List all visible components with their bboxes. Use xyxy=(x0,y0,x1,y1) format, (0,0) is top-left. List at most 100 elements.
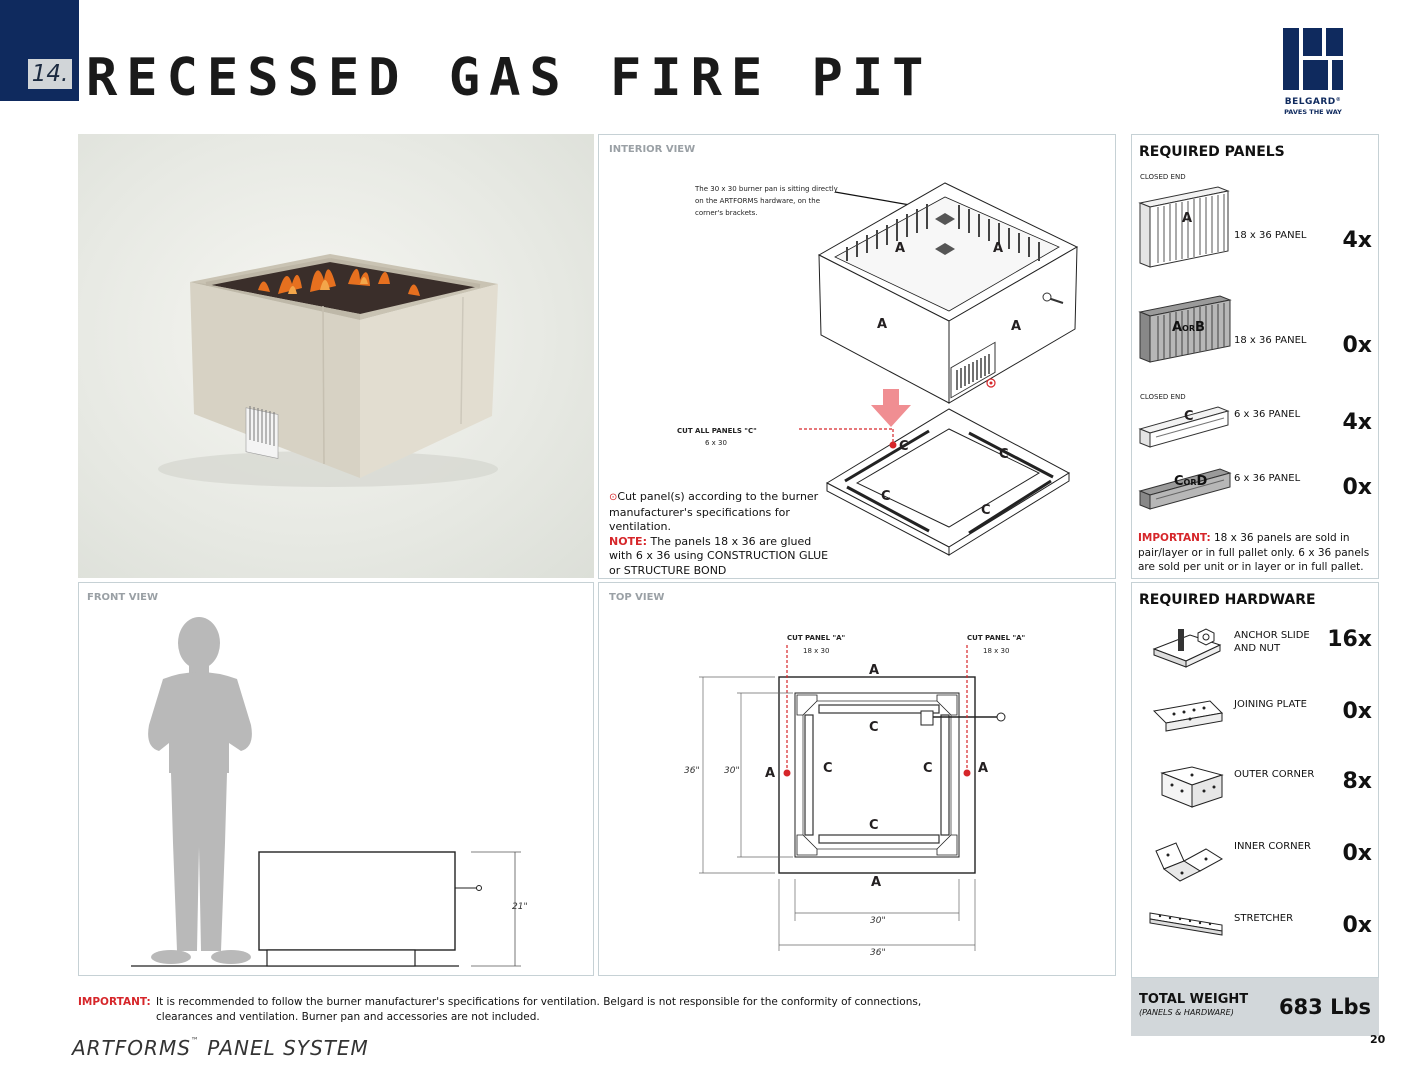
panel-tag: CLOSED END xyxy=(1140,173,1186,181)
panel-item: AORB 18 x 36 PANEL 0x xyxy=(1132,280,1378,376)
down-arrow-icon xyxy=(871,389,911,427)
panel-letter: A xyxy=(871,875,882,890)
panel-letter: C xyxy=(823,761,833,776)
panel-item: CLOSED END A 18 x 36 PANEL 4x xyxy=(1132,173,1378,269)
required-hardware-heading: REQUIRED HARDWARE xyxy=(1139,592,1316,608)
hardware-quantity: 0x xyxy=(1342,841,1373,866)
dimension-36-vertical: 36" xyxy=(684,766,700,776)
note-label: NOTE: xyxy=(609,534,647,548)
panel-tag: CLOSED END xyxy=(1140,393,1186,401)
panel-quantity: 0x xyxy=(1342,475,1373,500)
burner-pan-callout: The 30 x 30 burner pan is sitting direct… xyxy=(695,185,838,217)
outer-corner-icon xyxy=(1160,766,1224,808)
panel-letter: A xyxy=(978,761,989,776)
belgard-b-mark-icon xyxy=(1283,28,1343,90)
vent-note: ⊙Cut panel(s) according to the burner ma… xyxy=(609,490,829,577)
cut-panel-right-label: CUT PANEL "A" xyxy=(967,634,1026,642)
page-title: RECESSED GAS FIRE PIT xyxy=(86,48,933,108)
cut-panel-right-dims: 18 x 30 xyxy=(983,647,1010,655)
vent-marker-icon xyxy=(986,378,996,388)
hardware-item: ANCHOR SLIDE AND NUT 16x xyxy=(1132,619,1378,679)
required-panels-panel: REQUIRED PANELS CLOSED END A 18 x 36 PAN… xyxy=(1131,134,1379,579)
cut-panels-dims: 6 x 30 xyxy=(705,439,727,447)
hardware-name: OUTER CORNER xyxy=(1234,769,1315,780)
person-silhouette-icon xyxy=(148,617,252,964)
required-hardware-panel: REQUIRED HARDWARE ANCHOR SLIDE AND NUT 1… xyxy=(1131,582,1379,978)
hardware-name: STRETCHER xyxy=(1234,913,1294,924)
front-view-label: FRONT VIEW xyxy=(87,592,159,603)
system-name: ARTFORMS™ PANEL SYSTEM xyxy=(72,1036,369,1060)
brand-name: BELGARD® xyxy=(1284,97,1342,107)
total-weight-label: TOTAL WEIGHT xyxy=(1139,992,1249,1007)
panel-description: 18 x 36 PANEL xyxy=(1234,230,1307,241)
brand-trademark: ® xyxy=(1335,97,1342,103)
dimension-36-horizontal: 36" xyxy=(870,948,886,958)
top-view-label: TOP VIEW xyxy=(609,592,665,603)
top-view-panel: TOP VIEW CUT PANEL "A" 18 x 30 CUT PANEL… xyxy=(598,582,1116,976)
tall-panel-icon xyxy=(1138,295,1232,363)
short-panel-icon xyxy=(1138,468,1232,510)
hardware-quantity: 16x xyxy=(1327,627,1372,652)
hardware-item: INNER CORNER 0x xyxy=(1132,835,1378,895)
footer-important-label: IMPORTANT: xyxy=(78,996,151,1008)
note-text: The panels 18 x 36 are glued with 6 x 36… xyxy=(609,534,829,577)
brand-tagline: PAVES THE WAY xyxy=(1284,108,1342,116)
required-panels-heading: REQUIRED PANELS xyxy=(1139,144,1285,160)
page-number: 20 xyxy=(1370,1033,1386,1046)
interior-view-diagram xyxy=(799,182,1079,556)
panel-letter: A xyxy=(869,663,880,678)
product-photo xyxy=(78,134,594,578)
cut-panel-left-label: CUT PANEL "A" xyxy=(787,634,846,642)
hardware-name: JOINING PLATE xyxy=(1234,699,1307,710)
panel-quantity: 4x xyxy=(1342,410,1373,435)
front-view-panel: FRONT VIEW 21" xyxy=(78,582,594,976)
stretcher-icon xyxy=(1149,912,1223,936)
footer-important-note: IMPORTANT:It is recommended to follow th… xyxy=(78,996,922,1023)
panel-letter: C xyxy=(923,761,933,776)
section-number: 14. xyxy=(28,59,72,89)
panel-item: CLOSED END C 6 x 36 PANEL 4x xyxy=(1132,393,1378,453)
joining-plate-icon xyxy=(1152,700,1224,732)
closed-end-tall-panel-icon xyxy=(1138,186,1230,268)
hardware-name: INNER CORNER xyxy=(1234,841,1311,852)
panel-letter: C xyxy=(899,439,909,454)
front-view-diagram xyxy=(131,617,521,967)
panel-description: 6 x 36 PANEL xyxy=(1234,409,1301,420)
hardware-quantity: 0x xyxy=(1342,699,1373,724)
panel-quantity: 0x xyxy=(1342,333,1373,358)
anchor-slide-icon xyxy=(1152,628,1222,668)
panel-letter: A xyxy=(1182,211,1193,226)
panel-letter: C xyxy=(1184,409,1194,424)
cut-panel-left-dims: 18 x 30 xyxy=(803,647,830,655)
panel-item: CORD 6 x 36 PANEL 0x xyxy=(1132,465,1378,515)
dimension-30-horizontal: 30" xyxy=(870,916,886,926)
panel-letter: A xyxy=(1011,319,1022,334)
total-weight-value: 683 Lbs xyxy=(1278,995,1371,1019)
total-weight-sublabel: (PANELS & HARDWARE) xyxy=(1139,1008,1234,1017)
top-view-diagram xyxy=(699,645,1006,951)
belgard-logo: BELGARD® PAVES THE WAY xyxy=(1280,26,1346,118)
panel-letter: A xyxy=(877,317,888,332)
hardware-item: OUTER CORNER 8x xyxy=(1132,763,1378,823)
panel-letter-combo: AORB xyxy=(1172,320,1205,335)
panel-letter: A xyxy=(993,241,1004,256)
interior-view-panel: INTERIOR VIEW The 30 x 30 burner pan is … xyxy=(598,134,1116,579)
panel-description: 6 x 36 PANEL xyxy=(1234,473,1301,484)
vent-marker-icon: ⊙ xyxy=(609,492,618,503)
panel-letter-combo: CORD xyxy=(1174,474,1208,489)
panel-letter: C xyxy=(999,447,1009,462)
closed-end-short-panel-icon xyxy=(1138,406,1230,448)
panel-quantity: 4x xyxy=(1342,228,1373,253)
panel-letter: C xyxy=(881,489,891,504)
dimension-30-vertical: 30" xyxy=(724,766,740,776)
panel-letter: C xyxy=(869,720,879,735)
hardware-quantity: 0x xyxy=(1342,913,1373,938)
total-weight-box: TOTAL WEIGHT (PANELS & HARDWARE) 683 Lbs xyxy=(1131,978,1379,1036)
panel-letter: C xyxy=(869,818,879,833)
panel-letter: A xyxy=(895,241,906,256)
hardware-item: STRETCHER 0x xyxy=(1132,907,1378,947)
interior-view-label: INTERIOR VIEW xyxy=(609,144,696,155)
cut-panels-label: CUT ALL PANELS "C" xyxy=(677,427,757,435)
hardware-name: ANCHOR SLIDE AND NUT xyxy=(1234,630,1310,654)
panel-description: 18 x 36 PANEL xyxy=(1234,335,1307,346)
